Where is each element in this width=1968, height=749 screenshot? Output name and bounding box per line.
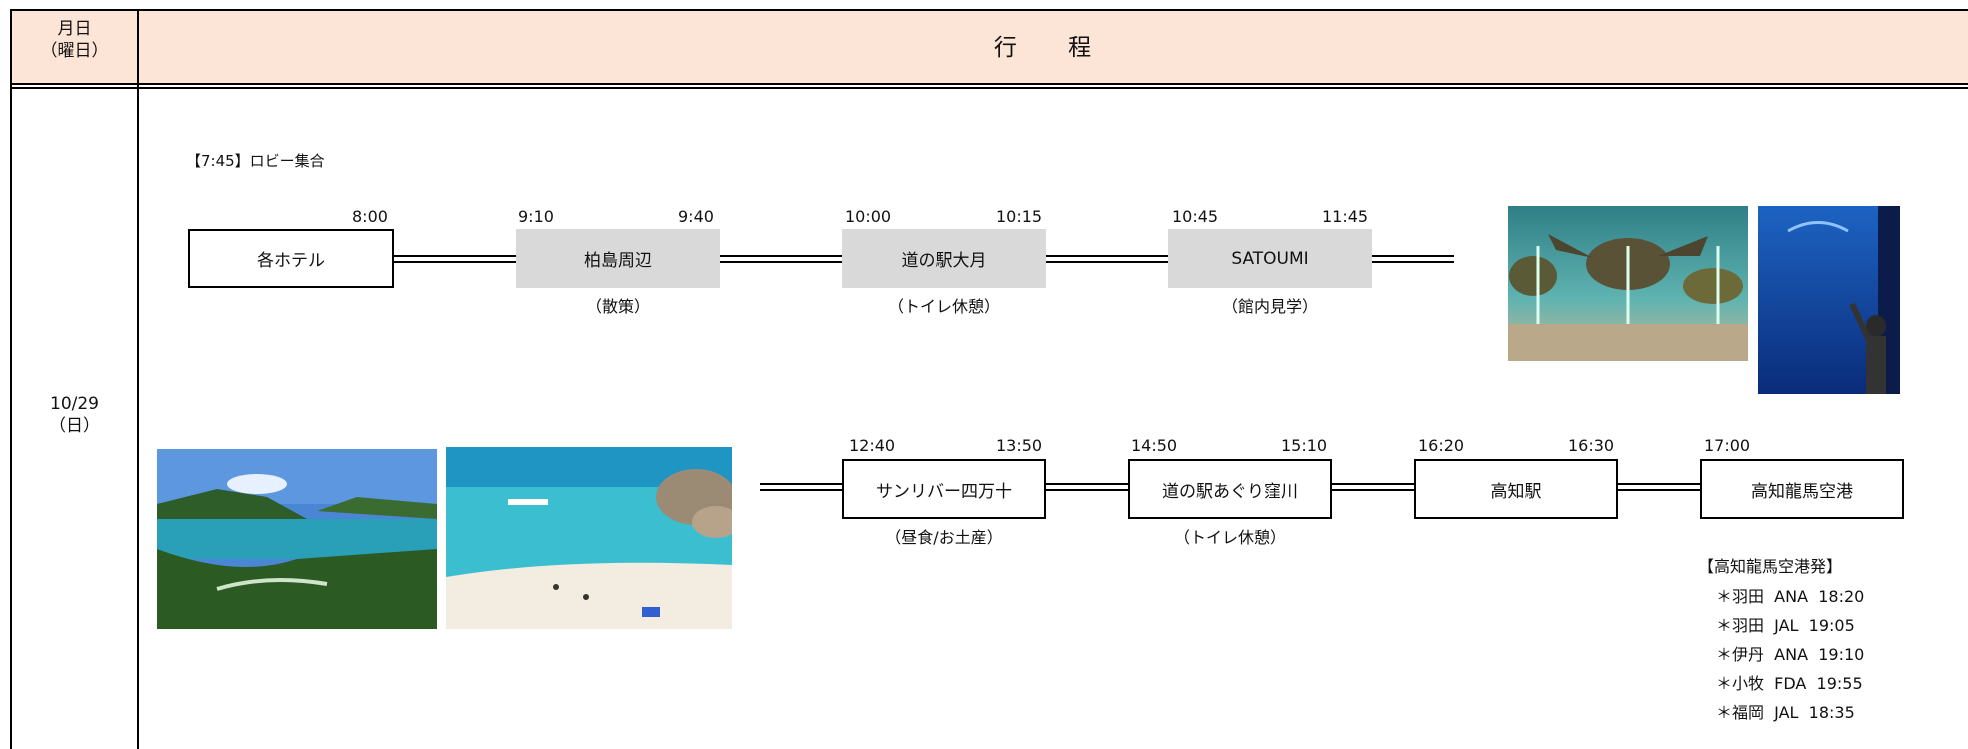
kashiwajima-beach-photo <box>446 447 732 629</box>
day-date: 10/29 <box>50 394 99 414</box>
flight-row: ＊羽田 JAL 19:05 <box>1716 616 1855 635</box>
route-connector <box>1046 483 1128 491</box>
stop-label: 柏島周辺 <box>584 251 652 271</box>
row1-time-arrive-1: 9:10 <box>518 207 554 226</box>
aquarium-tank-photo <box>1758 206 1900 394</box>
header-date-label: 月日 <box>57 19 92 39</box>
header-rule <box>10 83 1968 85</box>
day-date-cell: 10/29 （日） <box>12 393 137 437</box>
route-connector <box>760 483 842 491</box>
row1-time-depart-2: 10:15 <box>996 207 1043 226</box>
route-connector <box>1372 255 1454 263</box>
stop-label: 高知駅 <box>1490 481 1542 502</box>
header-background <box>12 11 1968 83</box>
row1-time-arrive-3: 10:45 <box>1172 207 1219 226</box>
stop-label: 高知龍馬空港 <box>1751 481 1853 502</box>
stop-label: 道の駅あぐり窪川 <box>1162 481 1298 502</box>
route-connector <box>1046 255 1168 263</box>
departures-list: ＊羽田 ANA 18:20 ＊羽田 JAL 19:05 ＊伊丹 ANA 19:1… <box>1716 583 1864 728</box>
table-left-border <box>10 9 12 749</box>
flight-row: ＊伊丹 ANA 19:10 <box>1716 645 1865 664</box>
day-weekday: （日） <box>49 416 100 436</box>
row2-stop-agri-kubokawa: 道の駅あぐり窪川 <box>1128 459 1332 519</box>
route-connector <box>394 255 516 263</box>
assembly-note: 【7:45】ロビー集合 <box>186 152 325 170</box>
stop-label: 道の駅大月 <box>901 251 987 271</box>
table-top-border <box>10 9 1968 11</box>
route-connector <box>1332 483 1414 491</box>
column-divider <box>137 9 139 749</box>
row2-time-arrive-0: 12:40 <box>849 436 896 455</box>
stop-label: 各ホテル <box>257 251 325 271</box>
row2-note-1: （トイレ休憩） <box>1173 528 1286 547</box>
row2-time-arrive-2: 16:20 <box>1418 436 1465 455</box>
route-connector <box>720 255 842 263</box>
row2-stop-kochi-station: 高知駅 <box>1414 459 1618 519</box>
row1-stop-kashiwajima: 柏島周辺 <box>516 229 720 288</box>
row2-note-0: （昼食/お土産） <box>885 528 1003 547</box>
route-connector <box>1618 483 1700 491</box>
departures-title: 【高知龍馬空港発】 <box>1698 557 1843 576</box>
row2-stop-sunriver-shimanto: サンリバー四万十 <box>842 459 1046 519</box>
header-weekday-label: （曜日） <box>40 41 109 61</box>
row1-note-3: （館内見学） <box>1221 297 1318 316</box>
flight-row: ＊小牧 FDA 19:55 <box>1716 674 1863 693</box>
row1-note-2: （トイレ休憩） <box>887 297 1000 316</box>
kashiwajima-bay-photo <box>157 449 437 629</box>
row1-time-depart-0: 8:00 <box>352 207 388 226</box>
row1-stop-hotel: 各ホテル <box>188 229 394 288</box>
flight-row: ＊羽田 ANA 18:20 <box>1716 587 1865 606</box>
row1-stop-michinoeki-otsuki: 道の駅大月 <box>842 229 1046 288</box>
row2-time-depart-2: 16:30 <box>1568 436 1615 455</box>
header-date-cell: 月日 （曜日） <box>12 18 137 62</box>
aquarium-turtle-photo <box>1508 206 1748 361</box>
row1-time-depart-1: 9:40 <box>678 207 714 226</box>
header-itinerary-title: 行 程 <box>993 35 1114 61</box>
row1-stop-satoumi: SATOUMI <box>1168 229 1372 288</box>
row2-time-depart-0: 13:50 <box>996 436 1043 455</box>
row1-time-arrive-2: 10:00 <box>845 207 892 226</box>
row2-time-arrive-1: 14:50 <box>1131 436 1178 455</box>
flight-row: ＊福岡 JAL 18:35 <box>1716 703 1855 722</box>
header-rule-double <box>10 87 1968 89</box>
row1-note-1: （散策） <box>585 297 650 316</box>
row1-time-depart-3: 11:45 <box>1322 207 1369 226</box>
row2-time-arrive-3: 17:00 <box>1704 436 1751 455</box>
stop-label: サンリバー四万十 <box>876 481 1012 502</box>
row2-stop-kochi-ryoma-airport: 高知龍馬空港 <box>1700 459 1904 519</box>
stop-label: SATOUMI <box>1231 248 1309 269</box>
row2-time-depart-1: 15:10 <box>1281 436 1328 455</box>
